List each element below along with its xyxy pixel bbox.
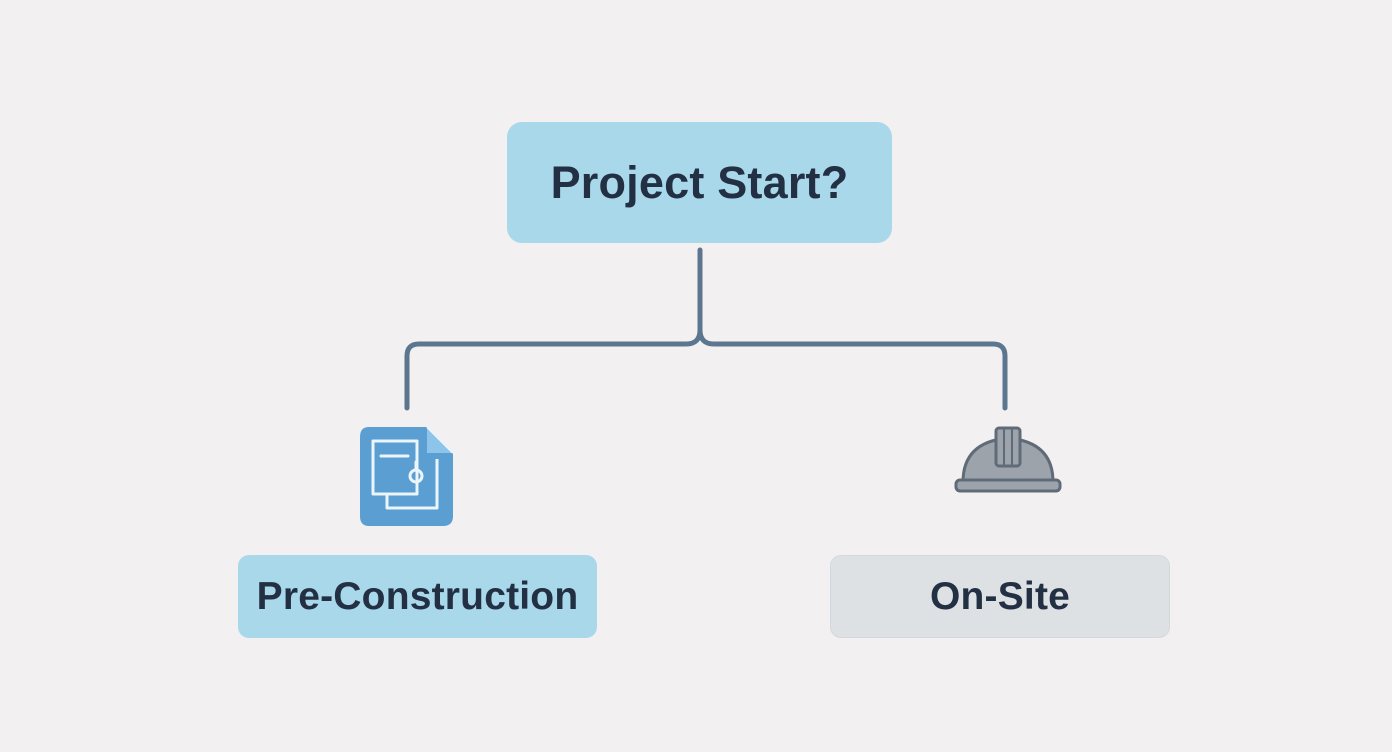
document-icon (360, 426, 454, 526)
hard-hat-icon (954, 426, 1062, 493)
pre-construction-node: Pre-Construction (238, 555, 597, 638)
project-start-node: Project Start? (507, 122, 892, 243)
pre-construction-label: Pre-Construction (256, 574, 579, 618)
project-start-label: Project Start? (550, 156, 849, 208)
on-site-node: On-Site (830, 555, 1170, 638)
on-site-label: On-Site (929, 574, 1071, 618)
